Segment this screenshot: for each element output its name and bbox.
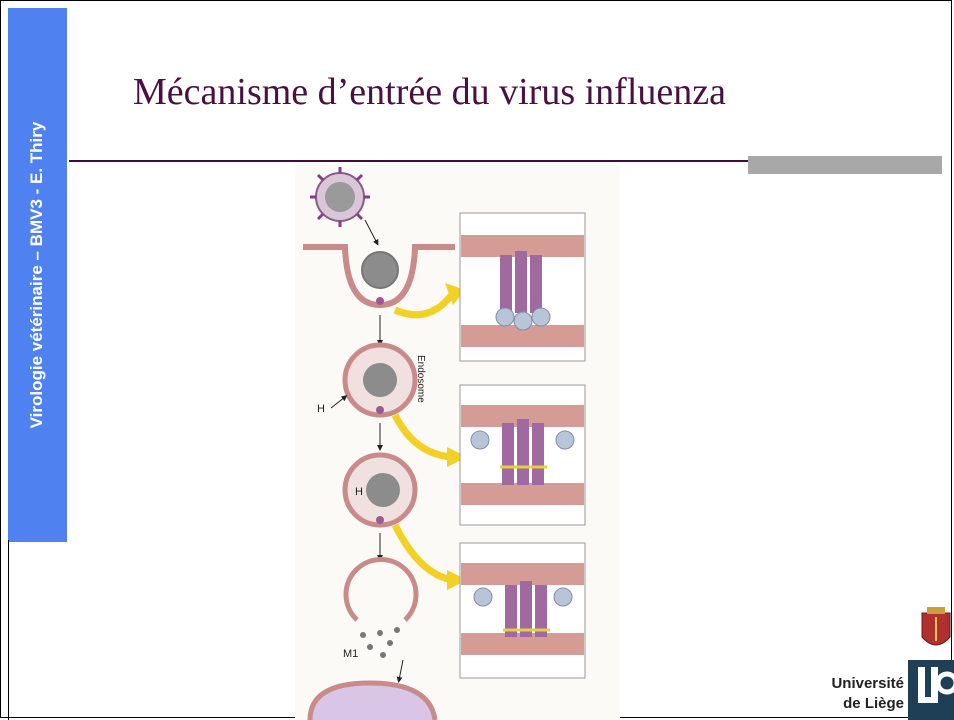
left-border-line: [8, 540, 9, 720]
slide-title: Mécanisme d’entrée du virus influenza: [133, 70, 726, 114]
proton-label-2: H: [355, 486, 363, 498]
logo-line-2: de Liège: [843, 695, 904, 712]
detail-panel-1: [460, 213, 585, 361]
proton-label-1: H: [317, 403, 325, 415]
ulg-mark-icon: [908, 660, 954, 720]
m1-label: M1: [343, 648, 358, 660]
detail-panel-3: [460, 543, 585, 678]
university-logo: Université de Liège: [800, 605, 954, 720]
influenza-entry-figure: H Endosome H M1: [295, 165, 620, 720]
endosome-label: Endosome: [415, 355, 426, 403]
detail-panel-2: [460, 385, 585, 525]
virion-icon: [310, 167, 370, 227]
endosome-1: [345, 345, 415, 415]
crest-icon: [922, 607, 950, 645]
sidebar-label: Virologie vétérinaire – BMV3 - E. Thiry: [27, 40, 47, 510]
title-rule-accent: [748, 156, 942, 174]
title-rule: [69, 160, 750, 162]
logo-line-1: Université: [831, 675, 904, 692]
